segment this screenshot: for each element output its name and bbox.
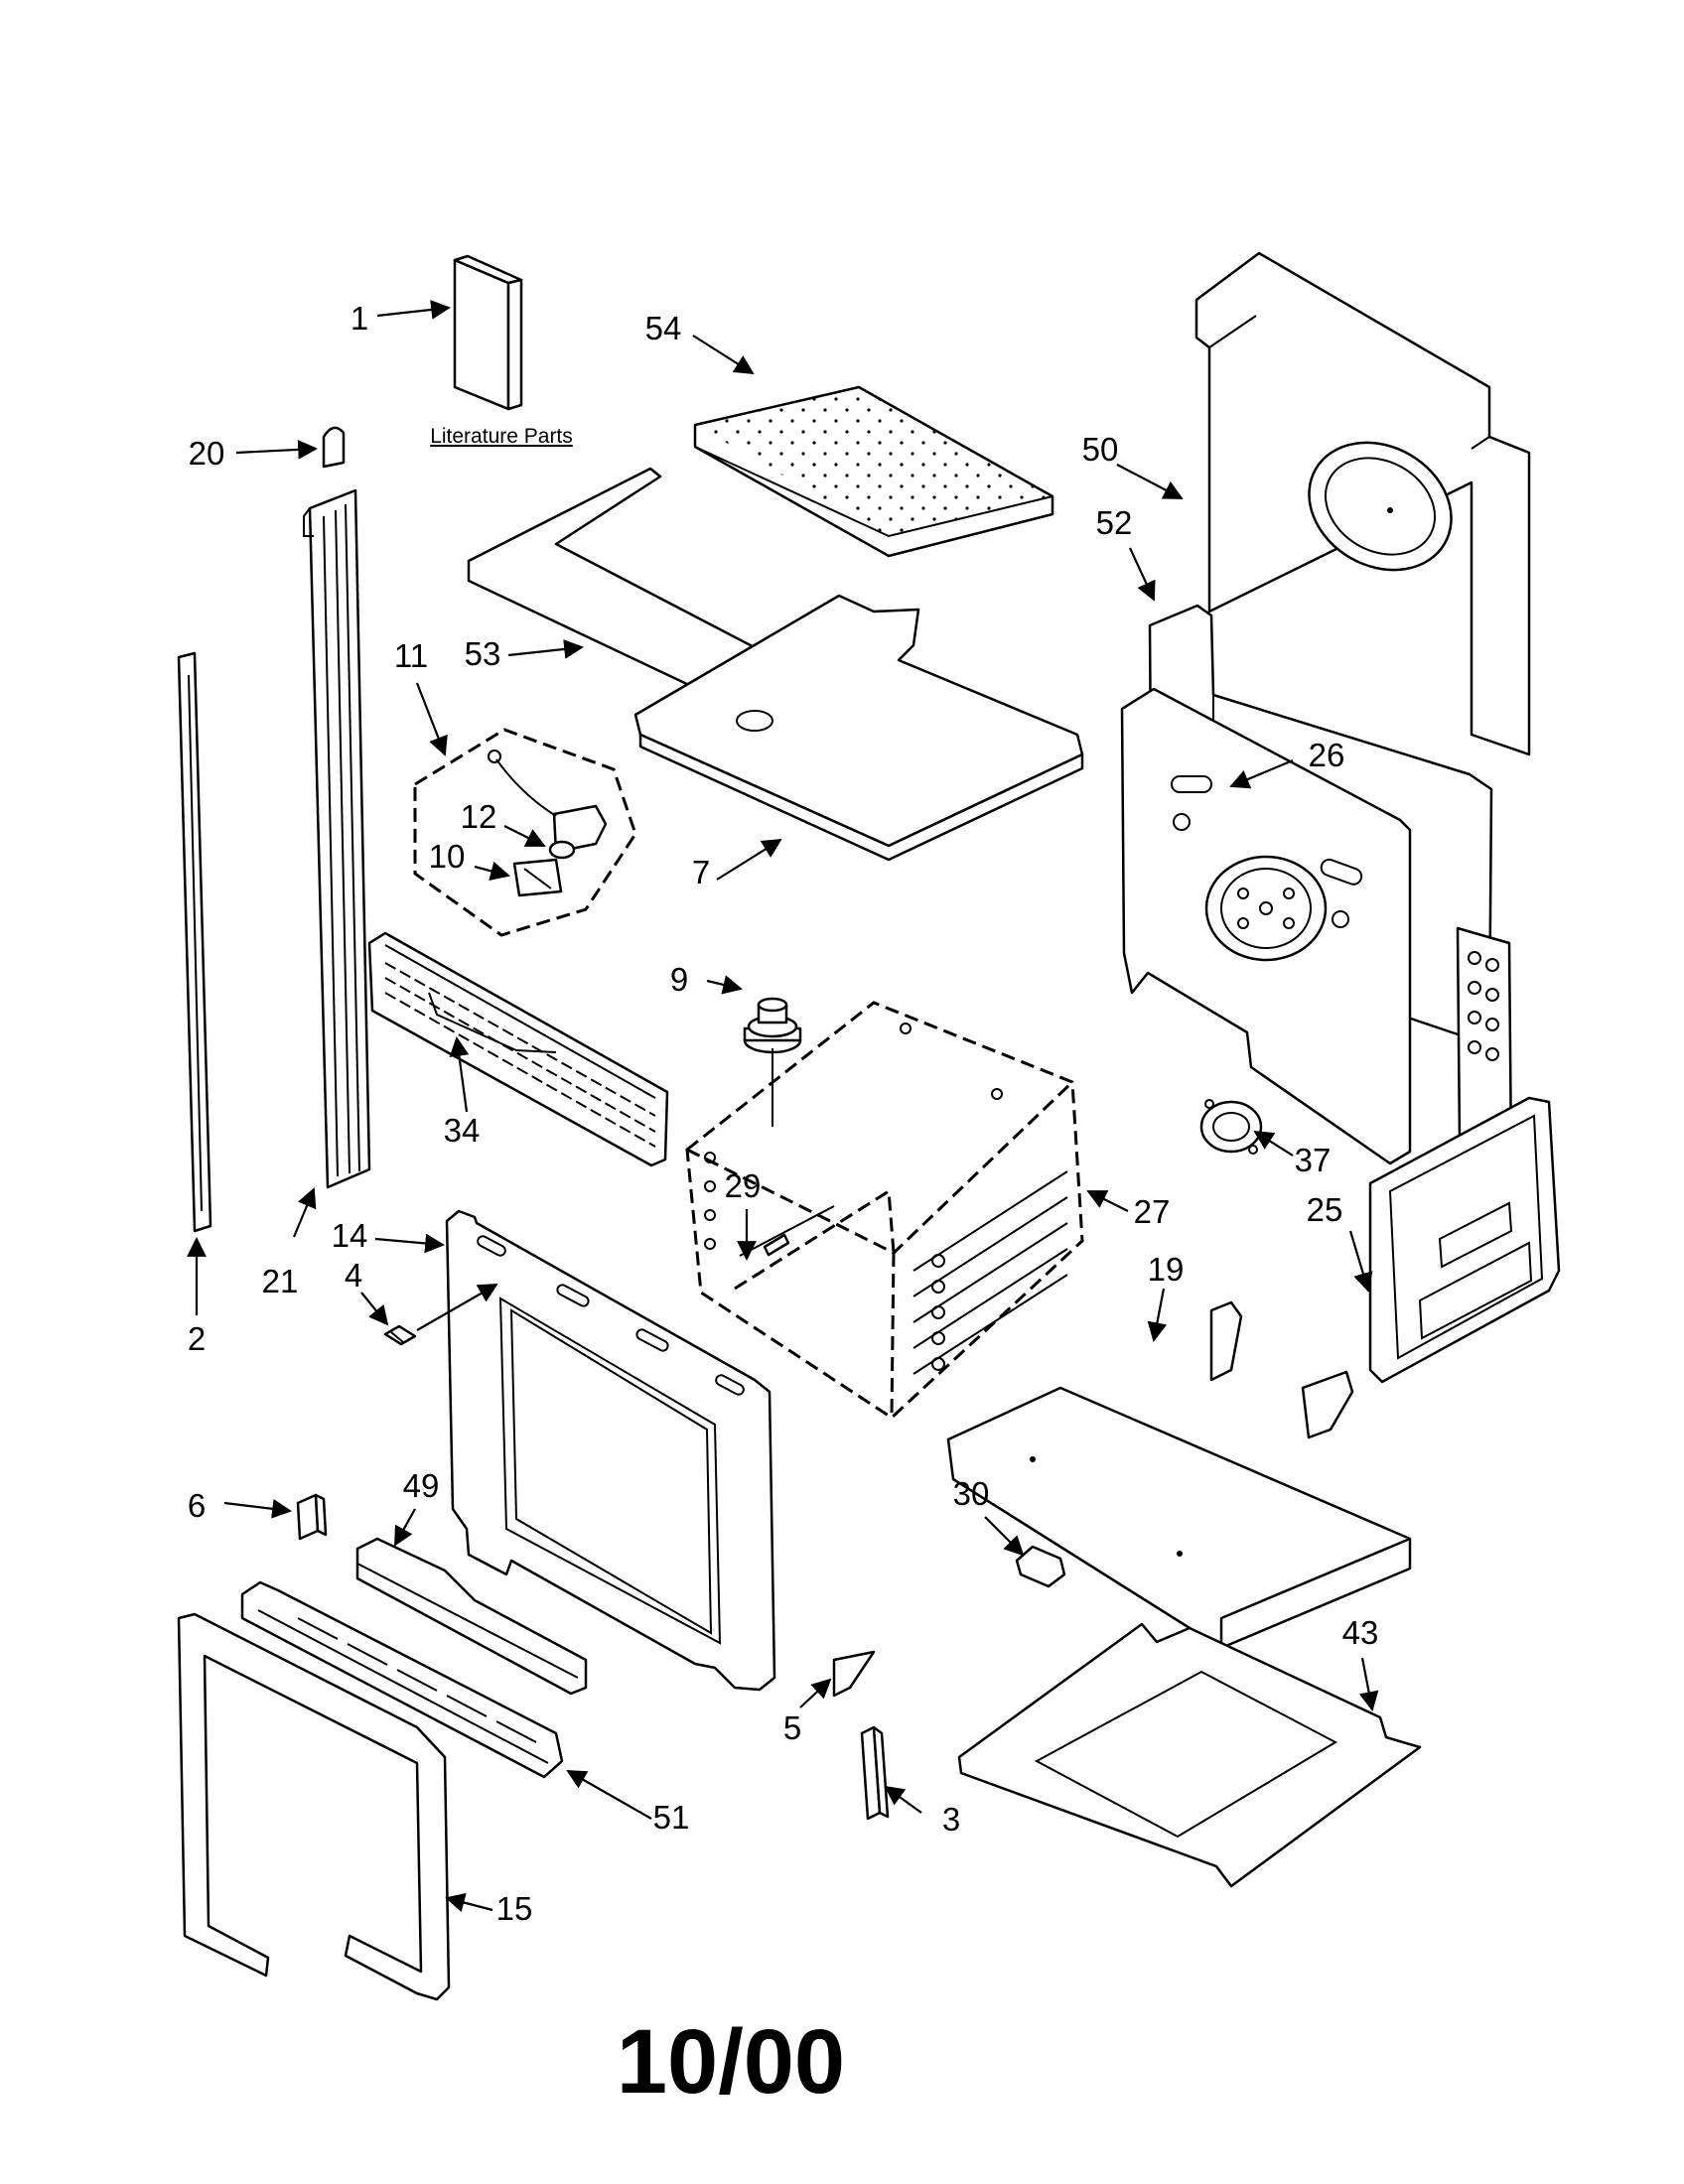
callout-53: 53 — [465, 635, 501, 672]
callout-11: 11 — [394, 637, 428, 674]
part-1-literature-booklet[interactable] — [453, 254, 523, 411]
part-27-oven-cavity[interactable] — [685, 1001, 1084, 1420]
callout-6: 6 — [188, 1487, 206, 1524]
callout-37: 37 — [1295, 1142, 1332, 1178]
part-49-channel[interactable] — [355, 1537, 588, 1696]
part-29-hinge-pin[interactable] — [739, 1205, 835, 1257]
callout-14: 14 — [332, 1217, 368, 1254]
callout-54: 54 — [645, 310, 682, 346]
part-34-vent-grille[interactable] — [367, 931, 669, 1167]
callout-1: 1 — [351, 300, 368, 337]
part-11-light-assembly[interactable] — [413, 728, 637, 937]
callout-49: 49 — [403, 1467, 440, 1504]
callout-4: 4 — [345, 1257, 362, 1294]
part-5-bracket[interactable] — [832, 1650, 876, 1698]
callout-29: 29 — [725, 1167, 762, 1204]
callout-20: 20 — [189, 435, 225, 472]
callout-3: 3 — [942, 1801, 960, 1838]
part-43-bottom-tray[interactable] — [957, 1622, 1422, 1888]
callout-19: 19 — [1148, 1251, 1185, 1288]
part-15-door-gasket[interactable] — [177, 1612, 451, 2001]
callout-10: 10 — [429, 838, 466, 875]
literature-parts-label: Literature Parts — [430, 425, 573, 448]
callout-9: 9 — [670, 961, 688, 998]
callout-2: 2 — [188, 1320, 206, 1357]
callout-15: 15 — [496, 1890, 533, 1927]
part-9-sensor[interactable] — [743, 997, 802, 1127]
part-14-front-frame[interactable] — [445, 1209, 776, 1692]
callout-51: 51 — [653, 1799, 690, 1836]
part-3-hinge-bracket[interactable] — [860, 1725, 890, 1821]
part-12-bulb[interactable] — [548, 840, 576, 860]
part-30-bracket[interactable] — [1015, 1545, 1066, 1588]
callout-52: 52 — [1096, 504, 1133, 541]
part-21-trim-strip[interactable] — [303, 488, 371, 1189]
part-37-gasket[interactable] — [1199, 1099, 1263, 1155]
leader-lines — [187, 300, 1379, 1913]
part-53-insulation-l[interactable] — [467, 467, 772, 697]
callout-30: 30 — [953, 1475, 990, 1512]
callout-26: 26 — [1309, 737, 1345, 773]
part-50-back-panel[interactable] — [1194, 251, 1531, 756]
part-54-insulation-top[interactable] — [693, 385, 1054, 558]
callout-21: 21 — [262, 1263, 299, 1299]
callout-5: 5 — [783, 1709, 801, 1746]
part-26-oven-back[interactable] — [1120, 687, 1412, 1165]
part-20-cap[interactable] — [322, 426, 346, 469]
callout-7: 7 — [692, 854, 710, 890]
callout-50: 50 — [1082, 431, 1119, 468]
date-code: 10/00 — [617, 2011, 845, 2113]
part-7-top-cover[interactable] — [633, 594, 1084, 862]
part-19-bottom-cover[interactable] — [946, 1300, 1412, 1650]
callout-34: 34 — [444, 1112, 481, 1149]
callout-25: 25 — [1307, 1191, 1343, 1228]
part-25-side-panel[interactable] — [1368, 1096, 1561, 1384]
callout-27: 27 — [1134, 1193, 1171, 1230]
part-10-light-lens[interactable] — [512, 858, 563, 897]
callout-12: 12 — [461, 798, 497, 835]
part-51-vent-trim[interactable] — [240, 1580, 564, 1779]
part-6-clip[interactable] — [296, 1493, 328, 1541]
part-4-screw[interactable] — [383, 1324, 417, 1346]
part-52-side-brackets — [1456, 926, 1513, 1159]
callout-43: 43 — [1342, 1614, 1379, 1651]
part-2-side-rail[interactable] — [177, 651, 212, 1233]
callout-labels: 1 54 20 50 52 53 11 26 12 10 7 9 34 37 2… — [188, 300, 1379, 1927]
